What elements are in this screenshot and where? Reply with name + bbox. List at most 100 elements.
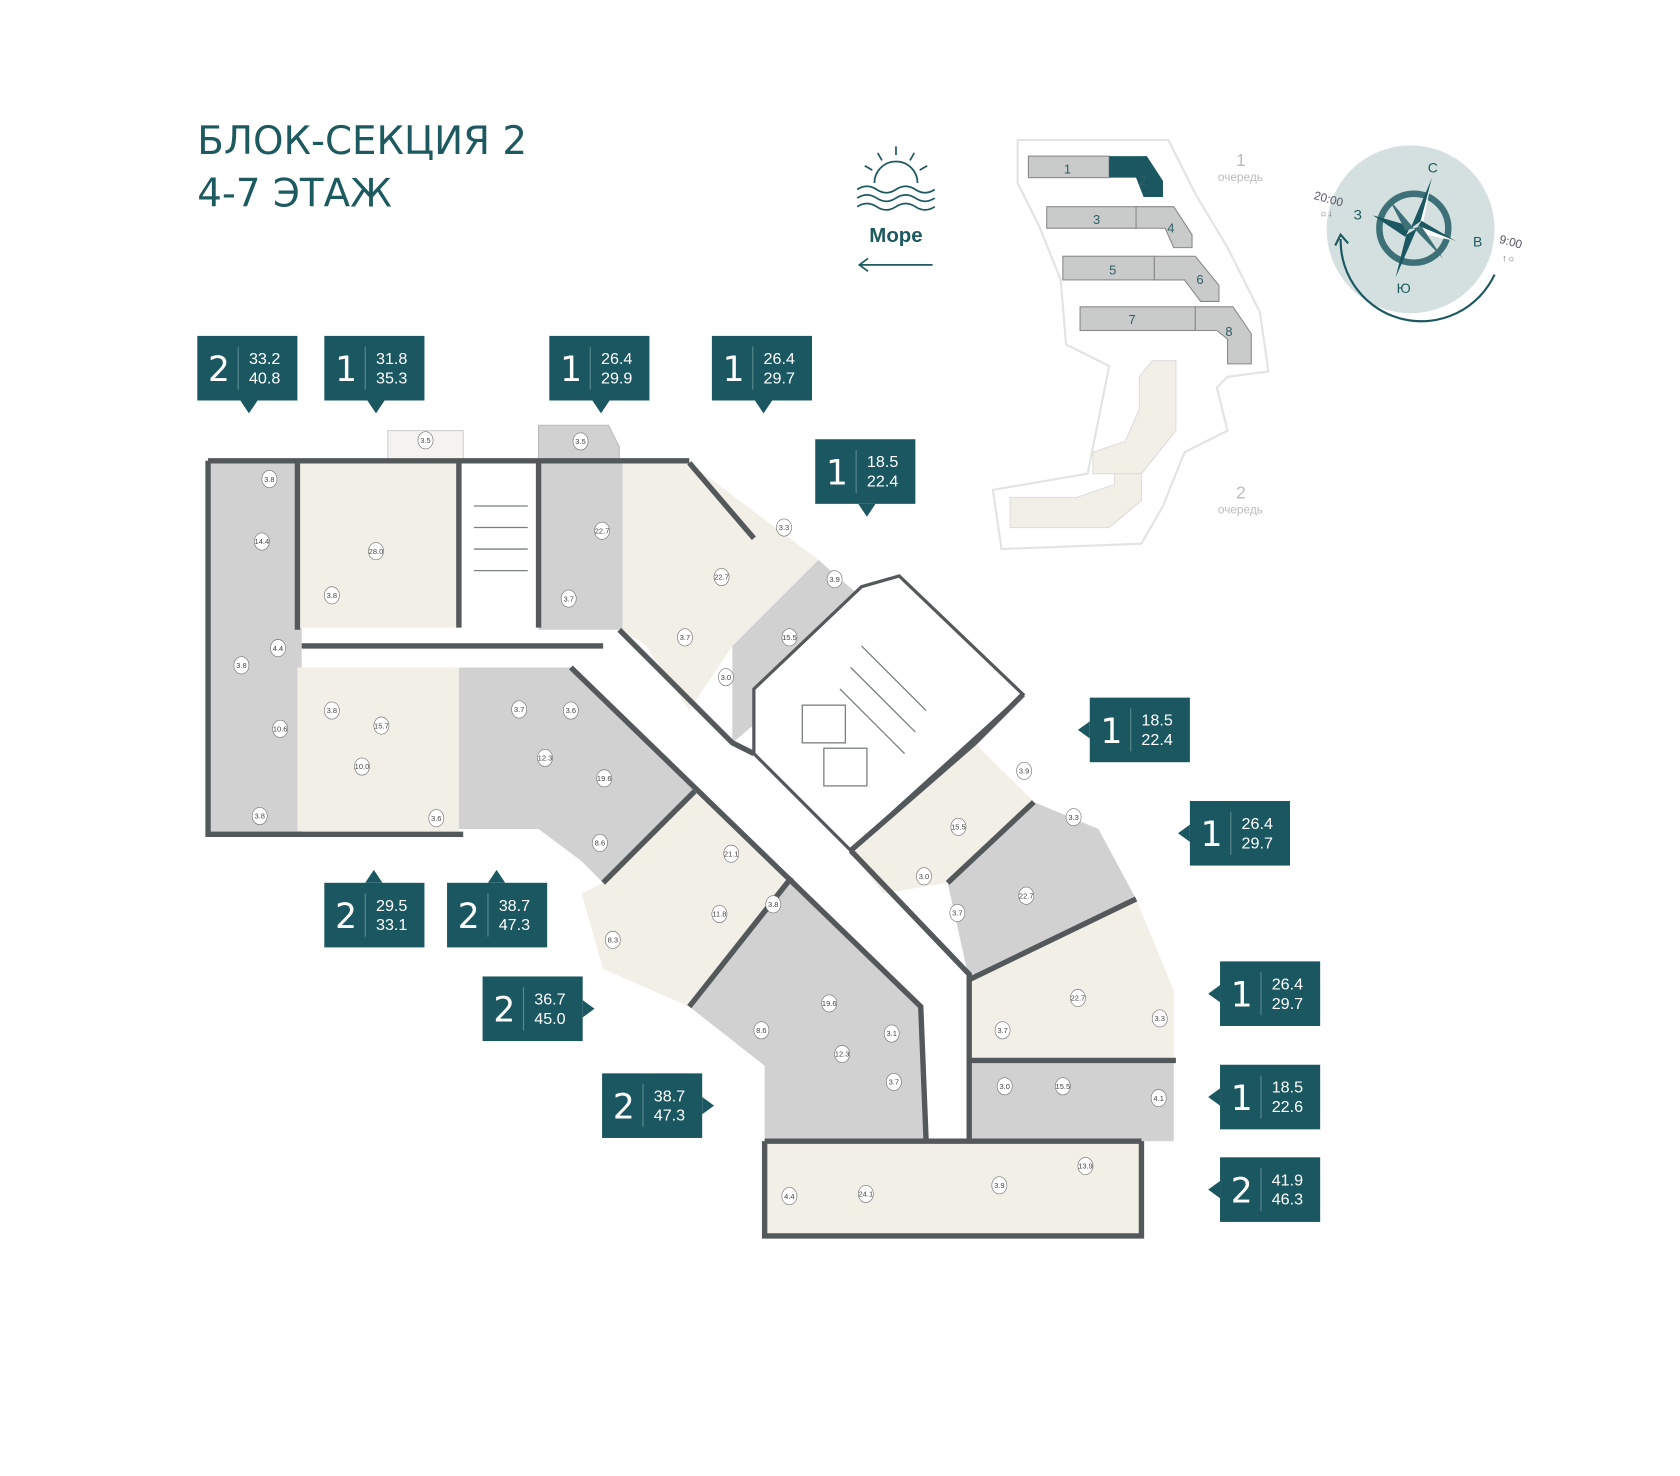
site-phase-2-buildings (1009, 360, 1177, 529)
badge-pointer (240, 400, 258, 414)
room-area: 3.9 (991, 1176, 1008, 1195)
room-area-value: 22.7 (1071, 994, 1086, 1003)
badge-area-total: 47.3 (499, 916, 530, 934)
room-area-value: 3.3 (1068, 813, 1078, 822)
badge-area-total: 45.0 (534, 1010, 565, 1028)
badge-pointer (1178, 824, 1190, 842)
badge-pointer (858, 503, 876, 517)
room-area-value: 3.7 (952, 909, 962, 918)
apartment-badge[interactable]: 1 18.522.6 (1208, 1064, 1321, 1130)
badge-area-living: 26.4 (1242, 815, 1273, 833)
svg-text:7: 7 (1129, 312, 1136, 327)
badge-area-total: 35.3 (376, 369, 407, 387)
room-area: 3.0 (916, 867, 932, 886)
compass: С З В Ю 20:00 ☼↓ 9:00 ↑☼ (1313, 145, 1524, 323)
badge-rooms: 1 (1231, 1079, 1253, 1119)
site-section-1: 1 (1027, 155, 1110, 179)
room-area: 3.9 (1016, 761, 1032, 780)
badge-area-living: 18.5 (1141, 712, 1172, 730)
room-area: 3.0 (718, 668, 734, 687)
room-area: 3.7 (511, 700, 528, 719)
site-section-5: 5 (1062, 255, 1155, 281)
badge-area-living: 18.5 (1272, 1079, 1303, 1097)
room-area: 8.6 (592, 834, 608, 852)
room-area-value: 3.7 (680, 633, 690, 642)
apartment-2-38.7-a (458, 667, 695, 883)
room-area: 3.3 (1065, 808, 1082, 827)
badge-rooms: 2 (208, 350, 230, 390)
svg-text:3: 3 (1093, 212, 1100, 227)
apartment-1-26.4-a (538, 460, 623, 630)
sun-over-waves-icon (856, 146, 936, 211)
room-area: 15.5 (1054, 1077, 1071, 1096)
room-area-value: 3.7 (563, 594, 573, 603)
room-area-value: 11.8 (712, 910, 726, 919)
badge-pointer (365, 869, 383, 883)
room-area-value: 3.5 (420, 436, 430, 445)
sunset-icon: ☼↓ (1319, 208, 1333, 219)
room-area-value: 15.5 (1056, 1082, 1071, 1091)
svg-text:2: 2 (1139, 173, 1146, 188)
sunrise-icon: ↑☼ (1502, 254, 1516, 265)
room-area-value: 22.7 (595, 526, 610, 535)
sun-path-arrow (1339, 238, 1496, 323)
badge-pointer (592, 400, 610, 414)
room-area: 24.1 (857, 1184, 874, 1203)
badge-area-total: 47.3 (654, 1107, 685, 1125)
room-area: 15.5 (950, 817, 967, 836)
badge-area-living: 38.7 (654, 1087, 685, 1105)
badge-area-total: 33.1 (376, 916, 407, 934)
room-area: 10.0 (354, 757, 370, 776)
room-area-value: 3.9 (994, 1181, 1004, 1190)
apartment-1-18.5-b (850, 742, 1034, 894)
room-area: 10.6 (272, 719, 289, 738)
badge-area-living: 41.9 (1272, 1171, 1303, 1189)
room-area: 15.5 (781, 628, 798, 647)
room-area-value: 15.5 (951, 823, 966, 832)
badge-rooms: 2 (1231, 1172, 1253, 1212)
room-area-value: 22.7 (714, 573, 729, 582)
badge-rooms: 1 (335, 350, 357, 390)
room-area: 3.8 (251, 807, 268, 825)
badge-area-total: 22.6 (1272, 1098, 1303, 1116)
badge-area-total: 29.7 (764, 369, 795, 387)
apartment-2-33.2 (208, 460, 302, 835)
room-area: 3.7 (885, 1073, 902, 1091)
room-area-value: 24.1 (859, 1190, 874, 1199)
room-area: 22.7 (1018, 886, 1035, 905)
room-area-value: 3.8 (264, 475, 274, 484)
room-area: 21.1 (723, 844, 740, 863)
room-area: 22.7 (1070, 989, 1086, 1007)
room-area-value: 3.6 (431, 814, 441, 823)
room-area-value: 14.4 (255, 537, 270, 546)
apartment-2-29.5 (297, 667, 459, 832)
room-area: 3.8 (323, 586, 340, 605)
room-area-value: 3.8 (768, 900, 778, 909)
room-area-value: 3.0 (721, 673, 731, 682)
site-section-6: 6 (1153, 255, 1220, 302)
compass-east: В (1473, 234, 1482, 250)
room-area-value: 19.6 (822, 999, 837, 1008)
badge-area-total: 29.7 (1272, 995, 1303, 1013)
room-area: 3.3 (1151, 1009, 1168, 1028)
badge-area-living: 36.7 (534, 990, 565, 1008)
room-area-value: 15.5 (782, 633, 797, 642)
room-area: 12.3 (537, 748, 553, 767)
title-floors: 4-7 ЭТАЖ (197, 172, 392, 217)
room-area-value: 28.0 (369, 547, 384, 556)
